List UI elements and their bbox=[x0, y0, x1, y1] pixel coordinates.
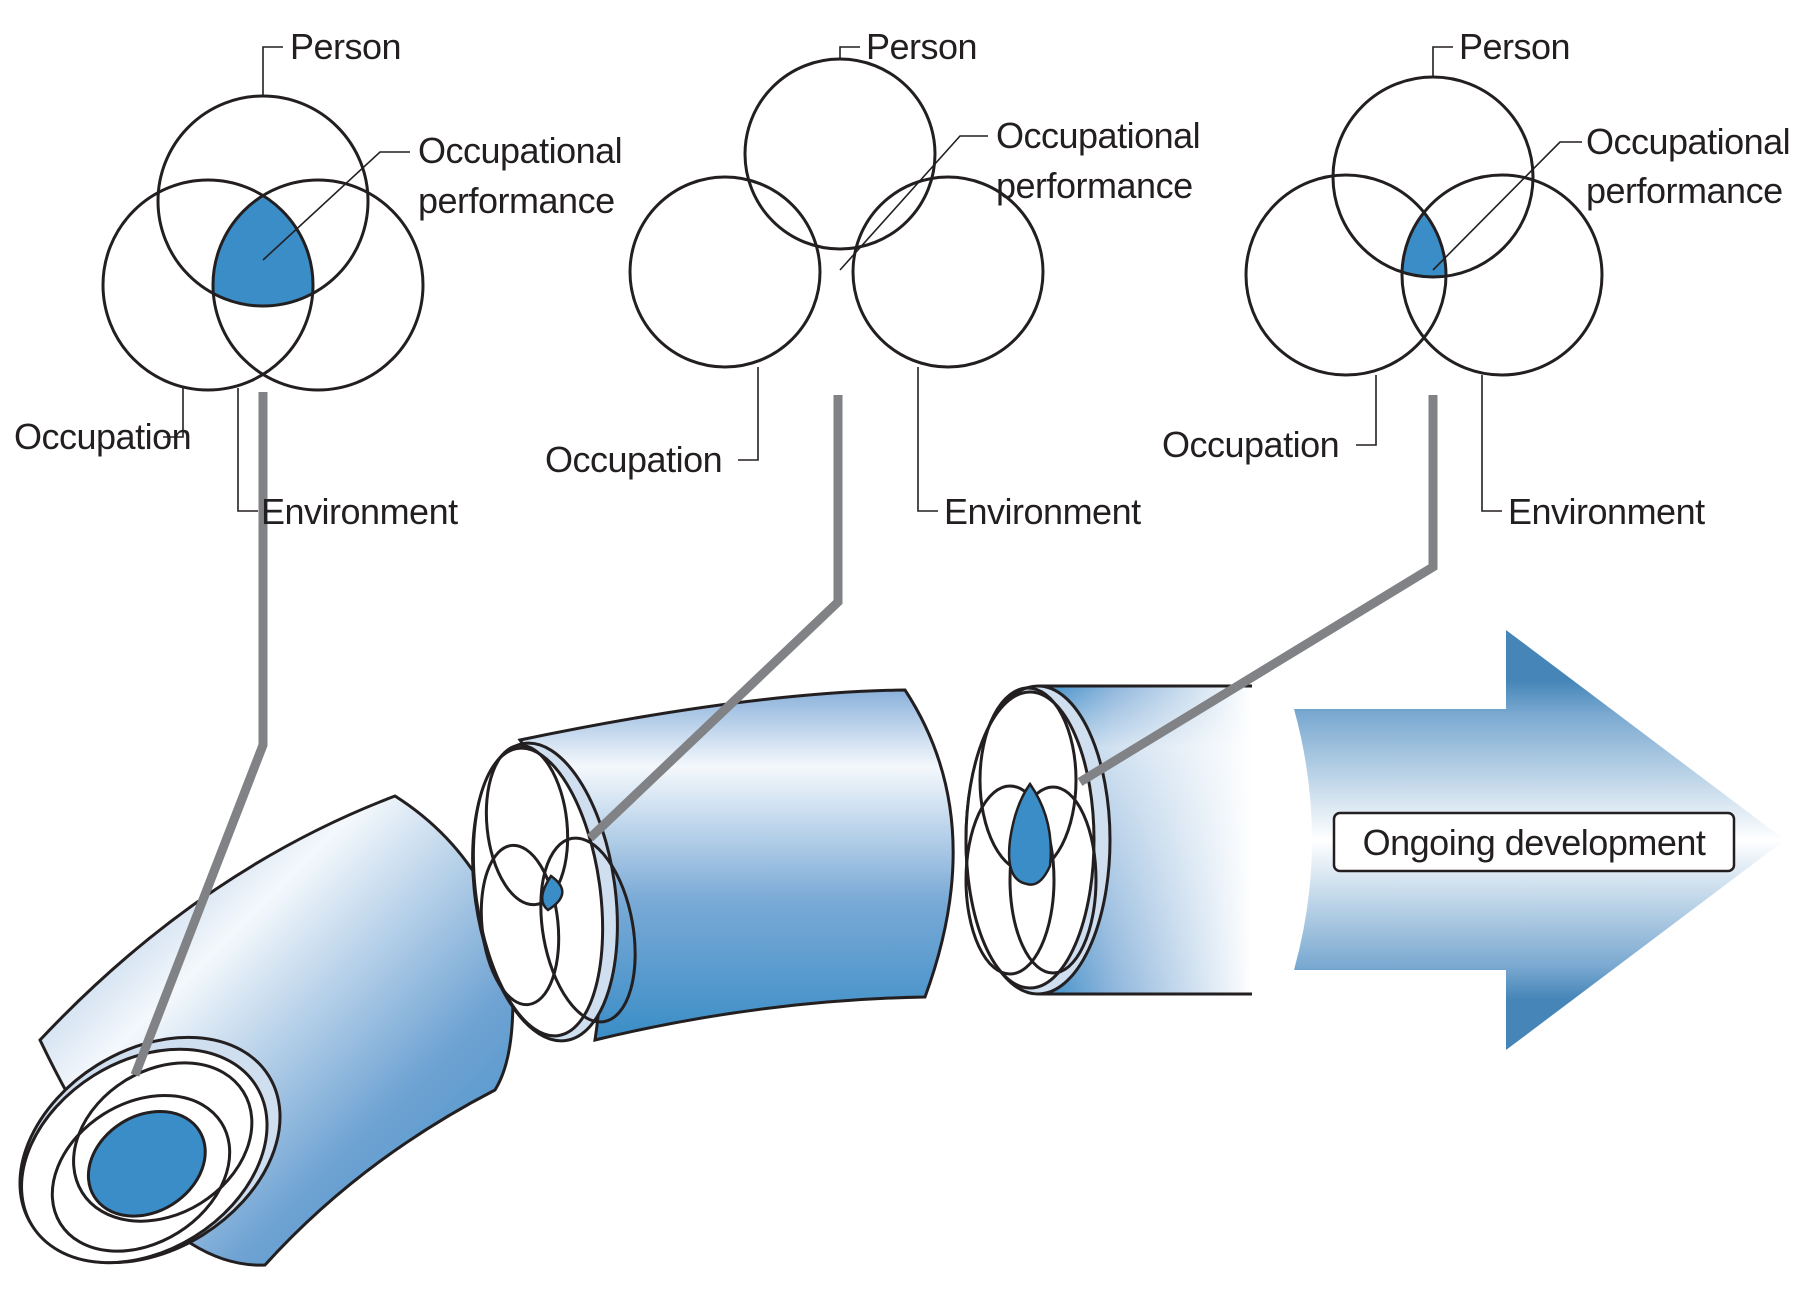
connector-3 bbox=[1077, 395, 1438, 786]
label-person: Person bbox=[866, 26, 977, 67]
connector-2 bbox=[586, 395, 843, 842]
person-circle bbox=[743, 57, 937, 251]
environment-circle bbox=[851, 175, 1045, 369]
label-person: Person bbox=[290, 26, 401, 67]
label-environment: Environment bbox=[1508, 491, 1705, 532]
label-occupation: Occupation bbox=[1162, 424, 1339, 465]
label-environment: Environment bbox=[944, 491, 1141, 532]
label-person: Person bbox=[1459, 26, 1570, 67]
venn-diagram-3: Person Occupational performance Occupati… bbox=[1162, 26, 1791, 532]
occupational-performance-area bbox=[213, 180, 313, 306]
label-occupation: Occupation bbox=[545, 439, 722, 480]
occupation-circle bbox=[628, 175, 822, 369]
label-occupational-performance-1: Occupational bbox=[1586, 121, 1790, 162]
ongoing-development-arrow: Ongoing development bbox=[1294, 630, 1785, 1050]
venn-diagram-2: Person Occupational performance Occupati… bbox=[545, 26, 1201, 532]
occupation-circle bbox=[1244, 173, 1448, 377]
label-occupational-performance-1: Occupational bbox=[418, 130, 622, 171]
venn-diagram-1: Person Occupational performance Occupati… bbox=[14, 26, 623, 532]
label-occupational-performance-2: performance bbox=[996, 165, 1193, 206]
label-environment: Environment bbox=[261, 491, 458, 532]
arrow-label: Ongoing development bbox=[1363, 822, 1706, 863]
arrow-label-box bbox=[1332, 811, 1736, 873]
label-occupational-performance-2: performance bbox=[1586, 170, 1783, 211]
cross-section-1 bbox=[18, 1035, 282, 1265]
environment-circle bbox=[1400, 173, 1604, 377]
label-occupational-performance-2: performance bbox=[418, 180, 615, 221]
occupation-circle bbox=[101, 178, 315, 392]
environment-circle bbox=[211, 178, 425, 392]
cross-section-2 bbox=[471, 741, 637, 1043]
label-occupation: Occupation bbox=[14, 416, 191, 457]
label-occupational-performance-1: Occupational bbox=[996, 115, 1200, 156]
cross-section-3 bbox=[964, 684, 1112, 996]
connector-1 bbox=[130, 392, 268, 1077]
